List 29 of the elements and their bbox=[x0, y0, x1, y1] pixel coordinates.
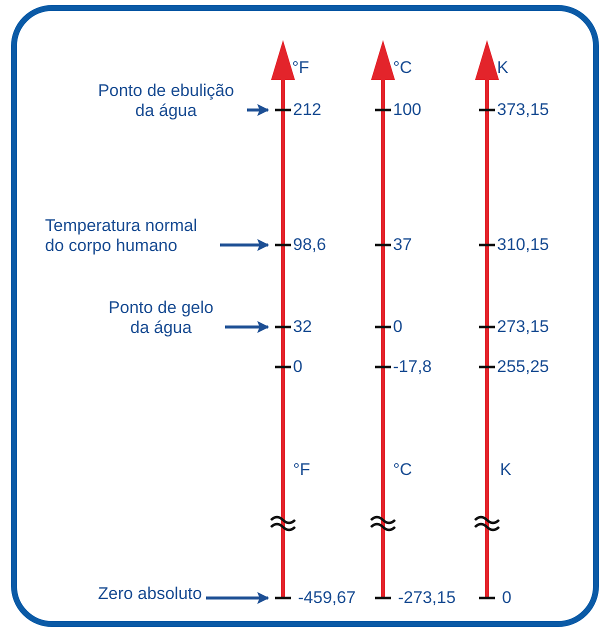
annotation-text: Ponto de gelo da água bbox=[100, 298, 222, 338]
annotation-text: Zero absoluto bbox=[98, 584, 202, 604]
unit-label: °F bbox=[292, 58, 310, 78]
unit-label: K bbox=[500, 460, 512, 480]
annotation-text: Temperatura normal do corpo humano bbox=[45, 216, 217, 256]
scale-value: -273,15 bbox=[398, 588, 456, 608]
scale-value: -459,67 bbox=[298, 588, 356, 608]
unit-label: °C bbox=[393, 58, 412, 78]
unit-label: K bbox=[497, 58, 508, 78]
scale-value: 0 bbox=[393, 317, 402, 337]
leader-arrow bbox=[225, 321, 270, 333]
leader-arrow bbox=[220, 239, 270, 251]
leader-arrow bbox=[206, 592, 270, 604]
leader-arrow bbox=[247, 104, 270, 116]
scale-value: -17,8 bbox=[393, 357, 432, 377]
scale-value: 273,15 bbox=[497, 317, 549, 337]
scale-value: 100 bbox=[393, 100, 422, 120]
scale-value: 212 bbox=[293, 100, 322, 120]
scale-value: 0 bbox=[293, 357, 302, 377]
scale-value: 0 bbox=[502, 588, 512, 608]
scale-value: 255,25 bbox=[497, 357, 549, 377]
scale-value: 32 bbox=[293, 317, 312, 337]
unit-label: °C bbox=[393, 460, 412, 480]
scale-value: 98,6 bbox=[293, 235, 326, 255]
scale-value: 373,15 bbox=[497, 100, 549, 120]
scale-value: 310,15 bbox=[497, 235, 549, 255]
annotation-text: Ponto de ebulição da água bbox=[88, 81, 244, 121]
scale-value: 37 bbox=[393, 235, 412, 255]
unit-label: °F bbox=[293, 460, 310, 480]
